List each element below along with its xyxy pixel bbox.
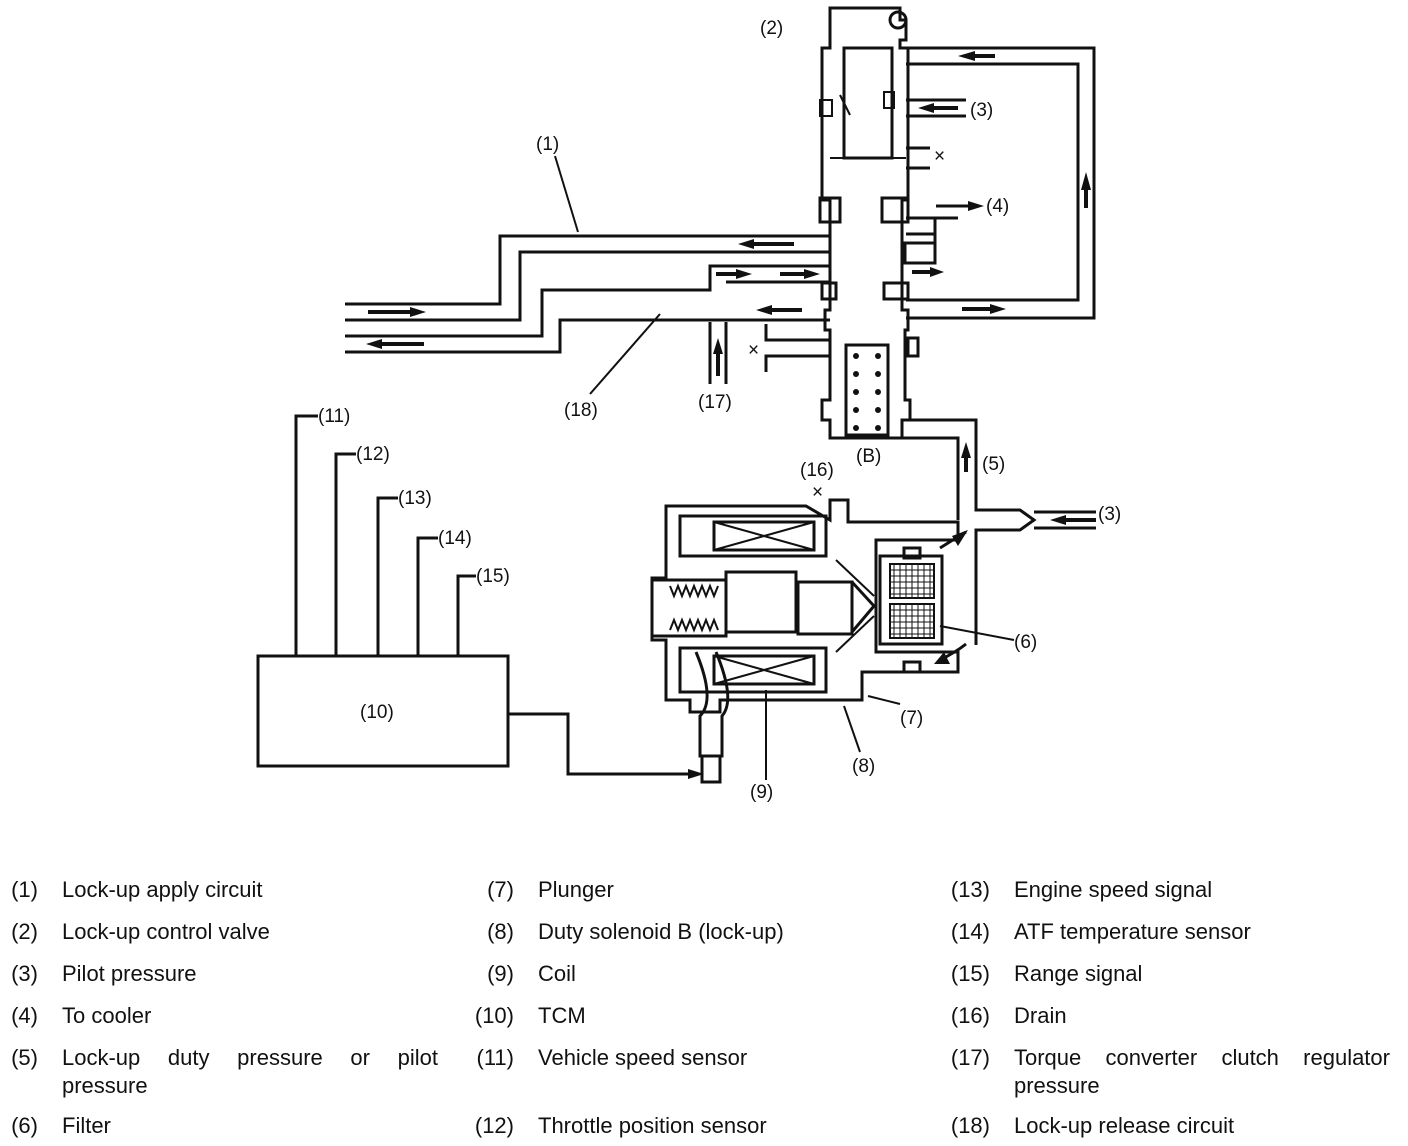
legend-num: (12)	[474, 1113, 514, 1138]
leader-lines	[554, 155, 1015, 780]
legend-text: To cooler	[62, 1003, 152, 1028]
lockup-hydraulic-diagram: (2) (1) (3) × (4) × (18) (17) (B) (5) (1…	[256, 6, 1121, 803]
tcm-box	[256, 414, 704, 779]
label-9: (9)	[750, 782, 773, 803]
legend-num: (10)	[474, 1003, 514, 1028]
legend-text: Lock-up apply circuit	[62, 877, 263, 902]
legend-num: (14)	[950, 919, 990, 944]
legend-num: (11)	[476, 1045, 515, 1070]
to-cooler-line	[906, 201, 984, 277]
label-6: (6)	[1014, 632, 1037, 653]
duty-pressure-line	[902, 418, 1096, 645]
label-16: (16)	[800, 460, 834, 481]
legend-text: Filter	[62, 1113, 111, 1138]
legend-text: Engine speed signal	[1014, 877, 1213, 902]
legend-num: (15)	[950, 961, 990, 986]
label-7: (7)	[900, 708, 923, 729]
legend-num: (5)	[11, 1045, 38, 1070]
legend-text: TCM	[538, 1003, 586, 1028]
label-3-right: (3)	[1098, 504, 1121, 525]
label-3-top: (3)	[970, 100, 993, 121]
legend-num: (4)	[11, 1003, 38, 1028]
legend-text: Lock-up control valve	[62, 919, 270, 944]
duty-solenoid-b	[650, 498, 968, 784]
legend-num: (7)	[487, 877, 514, 902]
label-18: (18)	[564, 400, 598, 421]
label-15: (15)	[476, 566, 510, 587]
label-14: (14)	[438, 528, 472, 549]
legend-num: (6)	[11, 1113, 38, 1138]
tcc-regulator-line	[708, 322, 830, 384]
legend-num: (9)	[487, 961, 514, 986]
apply-circuit	[345, 234, 830, 322]
return-loop	[906, 46, 1096, 320]
label-1: (1)	[536, 134, 559, 155]
legend-text: Vehicle speed sensor	[538, 1045, 748, 1070]
label-11: (11)	[318, 406, 350, 427]
legend-num: (13)	[950, 877, 990, 902]
legend-text: Pilot pressure	[62, 961, 197, 986]
legend-num: (2)	[11, 919, 38, 944]
release-circuit	[345, 264, 830, 354]
legend-num: (1)	[11, 877, 38, 902]
legend-text: Range signal	[1014, 961, 1143, 986]
drain-mark-valve: ×	[934, 146, 945, 167]
label-8: (8)	[852, 756, 875, 777]
lockup-control-valve	[818, 6, 937, 440]
legend-text: Duty solenoid B (lock-up)	[538, 919, 784, 944]
drain-mark-release: ×	[748, 340, 759, 361]
label-17: (17)	[698, 392, 732, 413]
label-b: (B)	[856, 446, 881, 467]
legend-text: Coil	[538, 961, 576, 986]
legend-num: (16)	[950, 1003, 990, 1028]
legend-text: Lock-up release circuit	[1014, 1113, 1235, 1138]
legend-text: Plunger	[538, 877, 614, 902]
drain-mark-solenoid: ×	[812, 482, 823, 503]
legend-text: Torque converter clutch regulator pressu…	[1014, 1045, 1390, 1098]
legend-text: ATF temperature sensor	[1014, 919, 1251, 944]
legend-num: (17)	[950, 1045, 990, 1070]
label-13: (13)	[398, 488, 432, 509]
label-10: (10)	[360, 702, 394, 723]
legend-num: (3)	[11, 961, 38, 986]
legend: (1) Lock-up apply circuit (2) Lock-up co…	[0, 872, 1408, 1146]
legend-text: Throttle position sensor	[538, 1113, 767, 1138]
legend-num: (18)	[950, 1113, 990, 1138]
legend-num: (8)	[487, 919, 514, 944]
label-2: (2)	[760, 18, 783, 39]
label-5: (5)	[982, 454, 1005, 475]
legend-text: Drain	[1014, 1003, 1067, 1028]
label-4: (4)	[986, 196, 1009, 217]
legend-text: Lock-up duty pressure or pilot pressure	[62, 1045, 438, 1098]
label-12: (12)	[356, 444, 390, 465]
pilot-pressure-inlet-top	[906, 98, 966, 118]
